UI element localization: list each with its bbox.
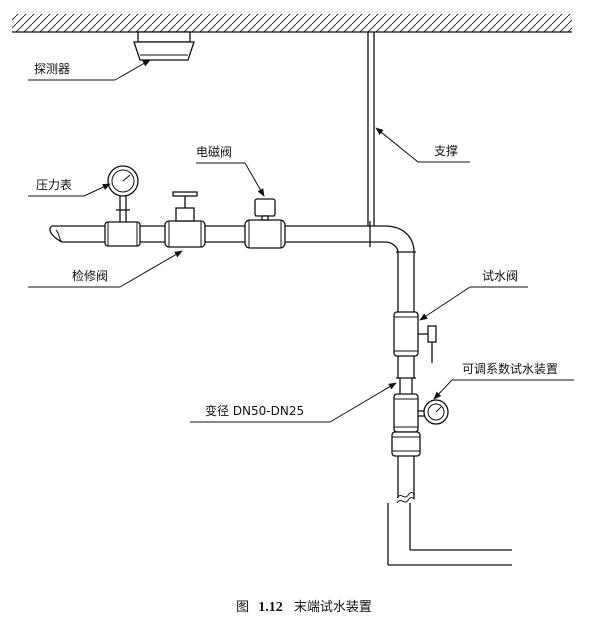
leader-lines	[28, 59, 574, 423]
solenoid-valve-body	[244, 198, 286, 249]
test-valve-body	[393, 311, 437, 363]
drain-pipe	[387, 456, 512, 566]
detector-device	[133, 31, 195, 61]
pressure-gauge-horizontal	[104, 165, 141, 247]
label-pressure-gauge: 压力表	[36, 178, 72, 192]
caption-title: 末端试水装置	[294, 600, 372, 615]
adjustable-test-device-body	[391, 393, 449, 457]
vertical-pipe-middle	[396, 356, 416, 394]
horizontal-pipe	[49, 221, 385, 247]
label-adjustable-test-device: 可调系数试水装置	[462, 361, 558, 376]
label-detector: 探测器	[34, 62, 70, 76]
label-test-valve: 试水阀	[482, 268, 518, 283]
label-solenoid-valve: 电磁阀	[196, 144, 232, 159]
label-inspection-valve: 检修阀	[72, 268, 108, 283]
pipe-elbow	[384, 225, 416, 253]
figure-caption: 图 1.12 末端试水装置	[236, 596, 372, 615]
caption-prefix: 图	[236, 600, 249, 615]
vertical-pipe-upper	[397, 252, 415, 312]
caption-number: 1.12	[258, 600, 283, 615]
label-reducer: 变径 DN50-DN25	[205, 403, 304, 418]
support-rod	[367, 32, 375, 226]
inspection-valve-body	[164, 191, 206, 248]
label-support: 支撑	[434, 143, 458, 158]
ceiling	[12, 14, 572, 33]
